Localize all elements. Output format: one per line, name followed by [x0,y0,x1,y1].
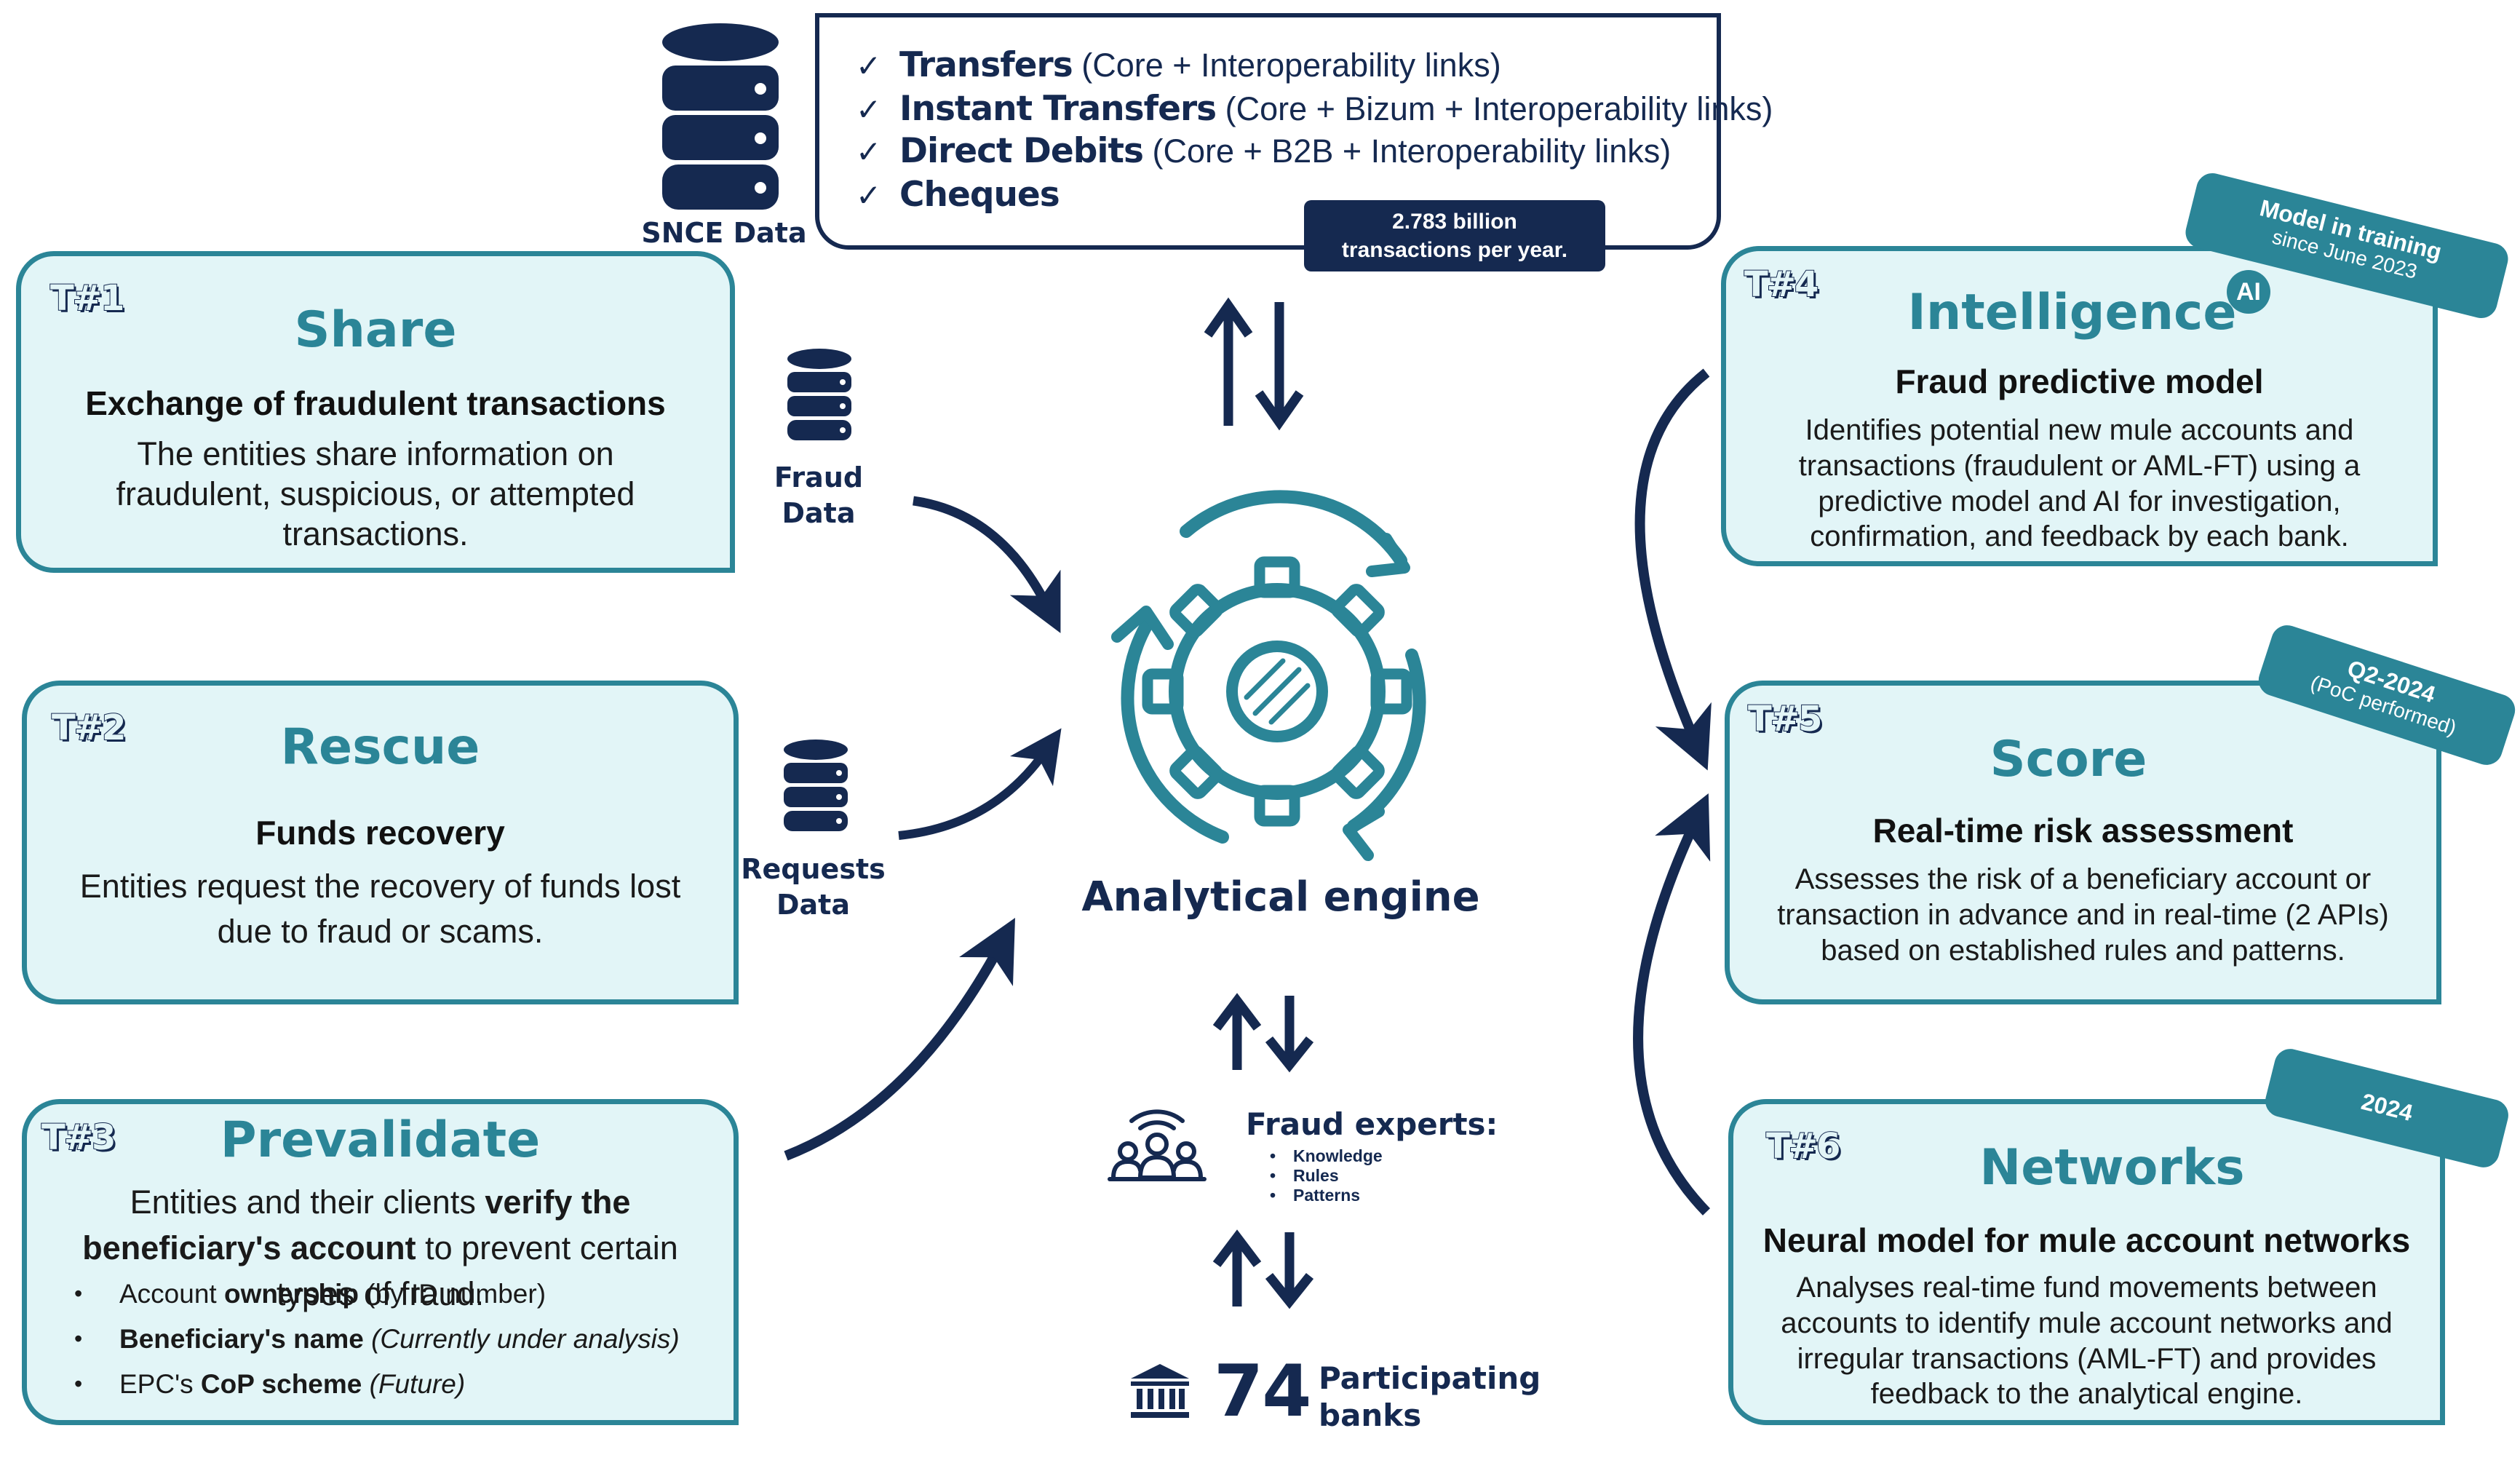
experts-icon [1102,1085,1212,1190]
panel-subtitle: Neural model for mule account networks [1762,1221,2411,1259]
fraud-experts-list: Knowledge Rules Patterns [1270,1146,1383,1206]
panel-title: Score [1990,731,2147,788]
panel-share: T#1 Share Exchange of fraudulent transac… [16,251,735,573]
row-instant-transfers: ✓Instant Transfers (Core + Bizum + Inter… [856,89,1773,129]
panel-rescue: T#2 Rescue Funds recovery Entities reque… [22,681,739,1004]
check-icon: ✓ [856,134,882,170]
prevalidate-bullets: Account ownership (by ID number) Benefic… [74,1279,680,1414]
tag-t5: T#5 [1747,698,1823,740]
panel-prevalidate: T#3 Prevalidate Entities and their clien… [22,1099,739,1425]
ai-badge: AI [2227,270,2270,314]
bullet-ownership: Account ownership (by ID number) [74,1279,680,1309]
bullet-beneficiary-name: Beneficiary's name (Currently under anal… [74,1324,680,1355]
check-icon: ✓ [856,178,882,213]
snce-data-label: SNCE Data [641,217,807,249]
panel-title: Rescue [280,718,480,776]
transactions-stat-badge: 2.783 billion transactions per year. [1304,200,1605,271]
check-icon: ✓ [856,48,882,84]
tag-t2: T#2 [51,707,127,749]
check-icon: ✓ [856,92,882,127]
panel-description: Assesses the risk of a beneficiary accou… [1777,863,2389,967]
panel-title: Share [294,301,457,359]
panel-score: T#5 Score Real-time risk assessment Asse… [1725,681,2441,1004]
bullet-cop-scheme: EPC's CoP scheme (Future) [74,1369,680,1400]
bank-icon [1129,1361,1191,1423]
panel-subtitle: Fraud predictive model [1895,362,2264,400]
expert-item-knowledge: Knowledge [1270,1146,1383,1166]
tag-t1: T#1 [49,277,125,320]
panel-subtitle: Exchange of fraudulent transactions [85,384,666,422]
panel-title: Prevalidate [220,1111,541,1169]
panel-description: Analyses real-time fund movements betwee… [1781,1272,2393,1411]
panel-subtitle: Funds recovery [255,814,505,852]
expert-item-patterns: Patterns [1270,1186,1383,1205]
experts-updown-arrows [1212,993,1314,1073]
panel-title: Intelligence [1907,284,2237,341]
tag-t4: T#4 [1744,263,1819,306]
panel-intelligence: T#4 Intelligence AI Fraud predictive mod… [1721,246,2438,566]
tag-t3: T#3 [41,1117,116,1159]
panel-description: Identifies potential new mule accounts a… [1798,414,2361,553]
panel-subtitle: Real-time risk assessment [1872,812,2294,849]
panel-title: Networks [1979,1139,2245,1197]
snce-database-icon [659,22,782,216]
prevalidate-arrow [784,918,1015,1161]
fraud-experts-title: Fraud experts: [1246,1106,1498,1142]
intelligence-to-score-arrow [1634,368,1712,771]
expert-item-rules: Rules [1270,1166,1383,1186]
requests-data-arrow [898,728,1062,840]
analytical-engine-label: Analytical engine [1081,873,1480,921]
panel-description: Entities request the recovery of funds l… [79,868,681,951]
fraud-data-arrow [913,496,1061,633]
row-transfers: ✓Transfers (Core + Interoperability link… [856,45,1501,85]
analytical-engine-gear-icon [1073,469,1452,881]
banks-updown-arrows [1212,1229,1314,1309]
banks-count: 74 [1214,1350,1311,1433]
row-direct-debits: ✓Direct Debits (Core + B2B + Interoperab… [856,131,1672,171]
fraud-database-icon [786,348,853,446]
tag-t6: T#6 [1765,1125,1841,1167]
networks-to-score-arrow [1633,793,1711,1216]
panel-description: The entities share information on fraudu… [116,435,635,552]
panel-networks: T#6 Networks Neural model for mule accou… [1728,1099,2445,1425]
requests-database-icon [782,739,849,837]
row-cheques: ✓Cheques [856,175,1060,215]
top-updown-arrows [1204,297,1304,431]
